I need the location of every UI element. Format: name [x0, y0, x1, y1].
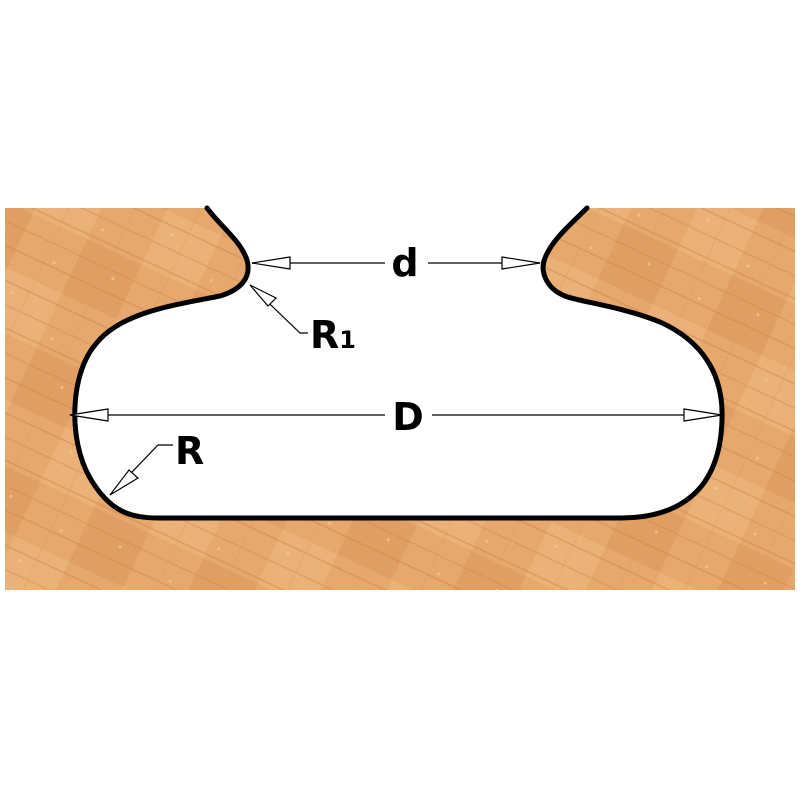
arrow-r1-icon [249, 284, 278, 307]
label-r1-main: R [310, 313, 339, 357]
groove-outline [72, 205, 725, 521]
label-d: d [391, 241, 418, 285]
dimension-r: R [109, 429, 204, 496]
dimension-r1: R1 [249, 284, 356, 357]
label-r1: R1 [310, 313, 356, 357]
arrow-right-icon [683, 408, 723, 422]
label-R: R [175, 429, 204, 473]
arrow-left-icon [69, 408, 109, 422]
dimension-D: D [69, 395, 723, 439]
label-r1-sub: 1 [339, 326, 356, 354]
arrow-right-icon [501, 256, 541, 270]
label-D: D [392, 395, 424, 439]
arrow-r-icon [109, 469, 140, 496]
arrow-left-icon [251, 256, 291, 270]
dimension-d: d [251, 241, 541, 285]
